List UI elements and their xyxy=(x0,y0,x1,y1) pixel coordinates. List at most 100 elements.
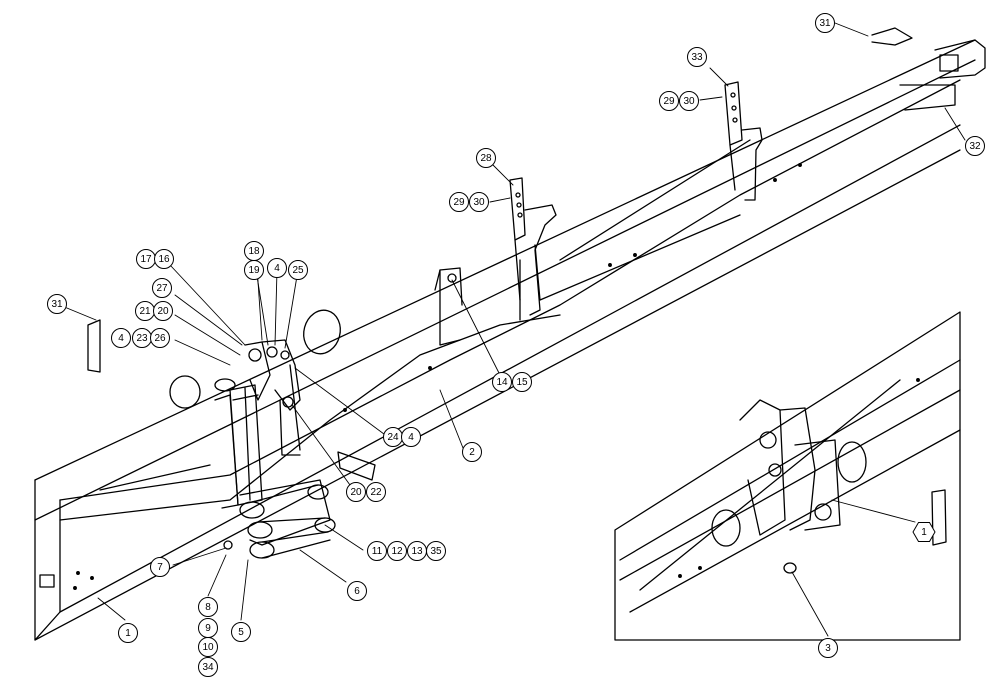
callout-label: 30 xyxy=(683,96,695,107)
callout-label: 17 xyxy=(140,254,152,265)
callout-label: 32 xyxy=(969,141,981,152)
callout-19: 19 xyxy=(244,260,264,280)
callout-label: 24 xyxy=(387,432,399,443)
callout-33: 33 xyxy=(687,47,707,67)
callout-2: 2 xyxy=(462,442,482,462)
callout-25: 25 xyxy=(288,260,308,280)
callout-bubble xyxy=(401,427,421,447)
callout-bubble xyxy=(476,148,496,168)
callout-35: 35 xyxy=(426,541,446,561)
callout-26: 26 xyxy=(150,328,170,348)
hinge-assembly xyxy=(214,339,301,509)
callout-label: 16 xyxy=(158,254,170,265)
callout-bubble xyxy=(154,249,174,269)
callout-bubble xyxy=(152,278,172,298)
callout-bubble xyxy=(231,622,251,642)
callout-label: 10 xyxy=(202,642,214,653)
callout-27: 27 xyxy=(152,278,172,298)
hose-loop-left xyxy=(169,375,201,409)
decal-left xyxy=(87,319,101,373)
callout-31: 31 xyxy=(47,294,67,314)
callout-label: 4 xyxy=(118,333,124,344)
roller-pack xyxy=(223,479,336,559)
callout-label: 35 xyxy=(430,546,442,557)
callout-bubble xyxy=(150,557,170,577)
callout-bubble xyxy=(469,192,489,212)
callout-label: 28 xyxy=(480,153,492,164)
callout-bubble xyxy=(426,541,446,561)
callout-bubble xyxy=(267,258,287,278)
upright-bracket-28 xyxy=(509,177,557,316)
callout-label: 4 xyxy=(408,432,414,443)
callout-label: 4 xyxy=(274,263,280,274)
callout-label: 20 xyxy=(350,487,362,498)
callout-bubble xyxy=(198,597,218,617)
callout-20: 20 xyxy=(346,482,366,502)
callout-16: 16 xyxy=(154,249,174,269)
callout-bubble xyxy=(367,541,387,561)
callout-29: 29 xyxy=(659,91,679,111)
callout-6: 6 xyxy=(347,581,367,601)
callout-31: 31 xyxy=(815,13,835,33)
callout-bubble xyxy=(965,136,985,156)
callout-11: 11 xyxy=(367,541,387,561)
main-boom-frame xyxy=(34,39,986,641)
callout-label: 21 xyxy=(139,306,151,317)
callout-label: 9 xyxy=(205,623,211,634)
decal-lower xyxy=(337,451,376,481)
callout-label: 31 xyxy=(51,299,63,310)
hose-loop-upper xyxy=(303,309,341,355)
callout-4: 4 xyxy=(401,427,421,447)
callout-label: 14 xyxy=(496,377,508,388)
callout-bubble xyxy=(815,13,835,33)
callout-label: 11 xyxy=(372,546,383,557)
callout-bubble xyxy=(679,91,699,111)
callout-label: 22 xyxy=(370,487,382,498)
callout-20: 20 xyxy=(153,301,173,321)
callout-3: 3 xyxy=(818,638,838,658)
callout-bubble xyxy=(288,260,308,280)
callout-bubble xyxy=(366,482,386,502)
decal-top-right xyxy=(871,27,913,46)
callout-22: 22 xyxy=(366,482,386,502)
callout-label: 8 xyxy=(205,602,211,613)
callout-bubble xyxy=(244,260,264,280)
callout-9: 9 xyxy=(198,618,218,638)
callout-label: 6 xyxy=(354,586,360,597)
callout-bubble xyxy=(347,581,367,601)
callout-label: 23 xyxy=(136,333,148,344)
callout-21: 21 xyxy=(135,301,155,321)
callout-10: 10 xyxy=(198,637,218,657)
callout-label: 33 xyxy=(691,52,703,63)
callout-1: 1 xyxy=(912,522,936,542)
callout-bubble xyxy=(449,192,469,212)
callout-bubble xyxy=(659,91,679,111)
callout-24: 24 xyxy=(383,427,403,447)
callout-label: 34 xyxy=(202,662,214,673)
callout-label: 13 xyxy=(411,546,423,557)
callout-7: 7 xyxy=(150,557,170,577)
callout-label: 15 xyxy=(516,377,528,388)
callout-4: 4 xyxy=(111,328,131,348)
callout-1: 1 xyxy=(118,623,138,643)
callout-5: 5 xyxy=(231,622,251,642)
callout-bubble xyxy=(512,372,532,392)
callout-label: 31 xyxy=(819,18,831,29)
callout-30: 30 xyxy=(469,192,489,212)
callout-29: 29 xyxy=(449,192,469,212)
callout-bubble xyxy=(198,657,218,677)
callout-8: 8 xyxy=(198,597,218,617)
callout-label: 27 xyxy=(156,283,168,294)
callout-label: 3 xyxy=(825,643,831,654)
callout-label: 26 xyxy=(154,333,166,344)
callout-bubble xyxy=(346,482,366,502)
callout-label: 29 xyxy=(453,197,465,208)
callout-18: 18 xyxy=(244,241,264,261)
callout-label: 30 xyxy=(473,197,485,208)
callout-12: 12 xyxy=(387,541,407,561)
detail-inset-frame xyxy=(614,311,961,641)
callout-label: 12 xyxy=(391,546,403,557)
